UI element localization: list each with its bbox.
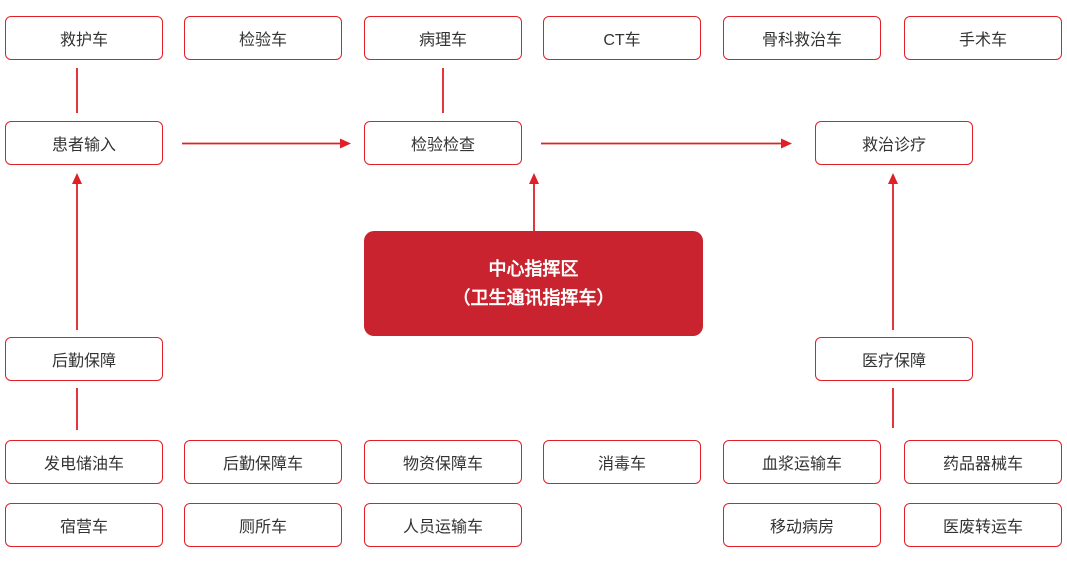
node-plasma-transport-vehicle: 血浆运输车 xyxy=(723,440,881,484)
node-logistics-support-vehicle: 后勤保障车 xyxy=(184,440,342,484)
node-logistics-support: 后勤保障 xyxy=(5,337,163,381)
node-personnel-transport-vehicle: 人员运输车 xyxy=(364,503,522,547)
node-test-vehicle: 检验车 xyxy=(184,16,342,60)
arrowhead-logistics-support-to-patient-input xyxy=(72,173,82,184)
node-orthopedic-rescue-vehicle: 骨科救治车 xyxy=(723,16,881,60)
node-ct-vehicle: CT车 xyxy=(543,16,701,60)
node-ambulance: 救护车 xyxy=(5,16,163,60)
node-toilet-vehicle: 厕所车 xyxy=(184,503,342,547)
node-exam-check: 检验检查 xyxy=(364,121,522,165)
node-power-oil-vehicle: 发电储油车 xyxy=(5,440,163,484)
node-central-command-hub: 中心指挥区 （卫生通讯指挥车） xyxy=(364,231,703,336)
node-medical-waste-vehicle: 医废转运车 xyxy=(904,503,1062,547)
node-surgery-vehicle: 手术车 xyxy=(904,16,1062,60)
arrowhead-medical-support-to-treatment xyxy=(888,173,898,184)
arrowhead-hub-to-exam-check xyxy=(529,173,539,184)
node-medicine-equipment-vehicle: 药品器械车 xyxy=(904,440,1062,484)
node-disinfection-vehicle: 消毒车 xyxy=(543,440,701,484)
hub-subtitle: （卫生通讯指挥车） xyxy=(452,287,615,308)
node-camp-vehicle: 宿营车 xyxy=(5,503,163,547)
node-supplies-vehicle: 物资保障车 xyxy=(364,440,522,484)
node-treatment: 救治诊疗 xyxy=(815,121,973,165)
arrowhead-patient-input-to-exam-check xyxy=(340,138,351,149)
node-medical-support: 医疗保障 xyxy=(815,337,973,381)
node-patient-input: 患者输入 xyxy=(5,121,163,165)
arrowhead-exam-check-to-treatment xyxy=(781,138,792,149)
hub-title: 中心指挥区 xyxy=(488,258,579,279)
node-mobile-ward: 移动病房 xyxy=(723,503,881,547)
node-pathology-vehicle: 病理车 xyxy=(364,16,522,60)
